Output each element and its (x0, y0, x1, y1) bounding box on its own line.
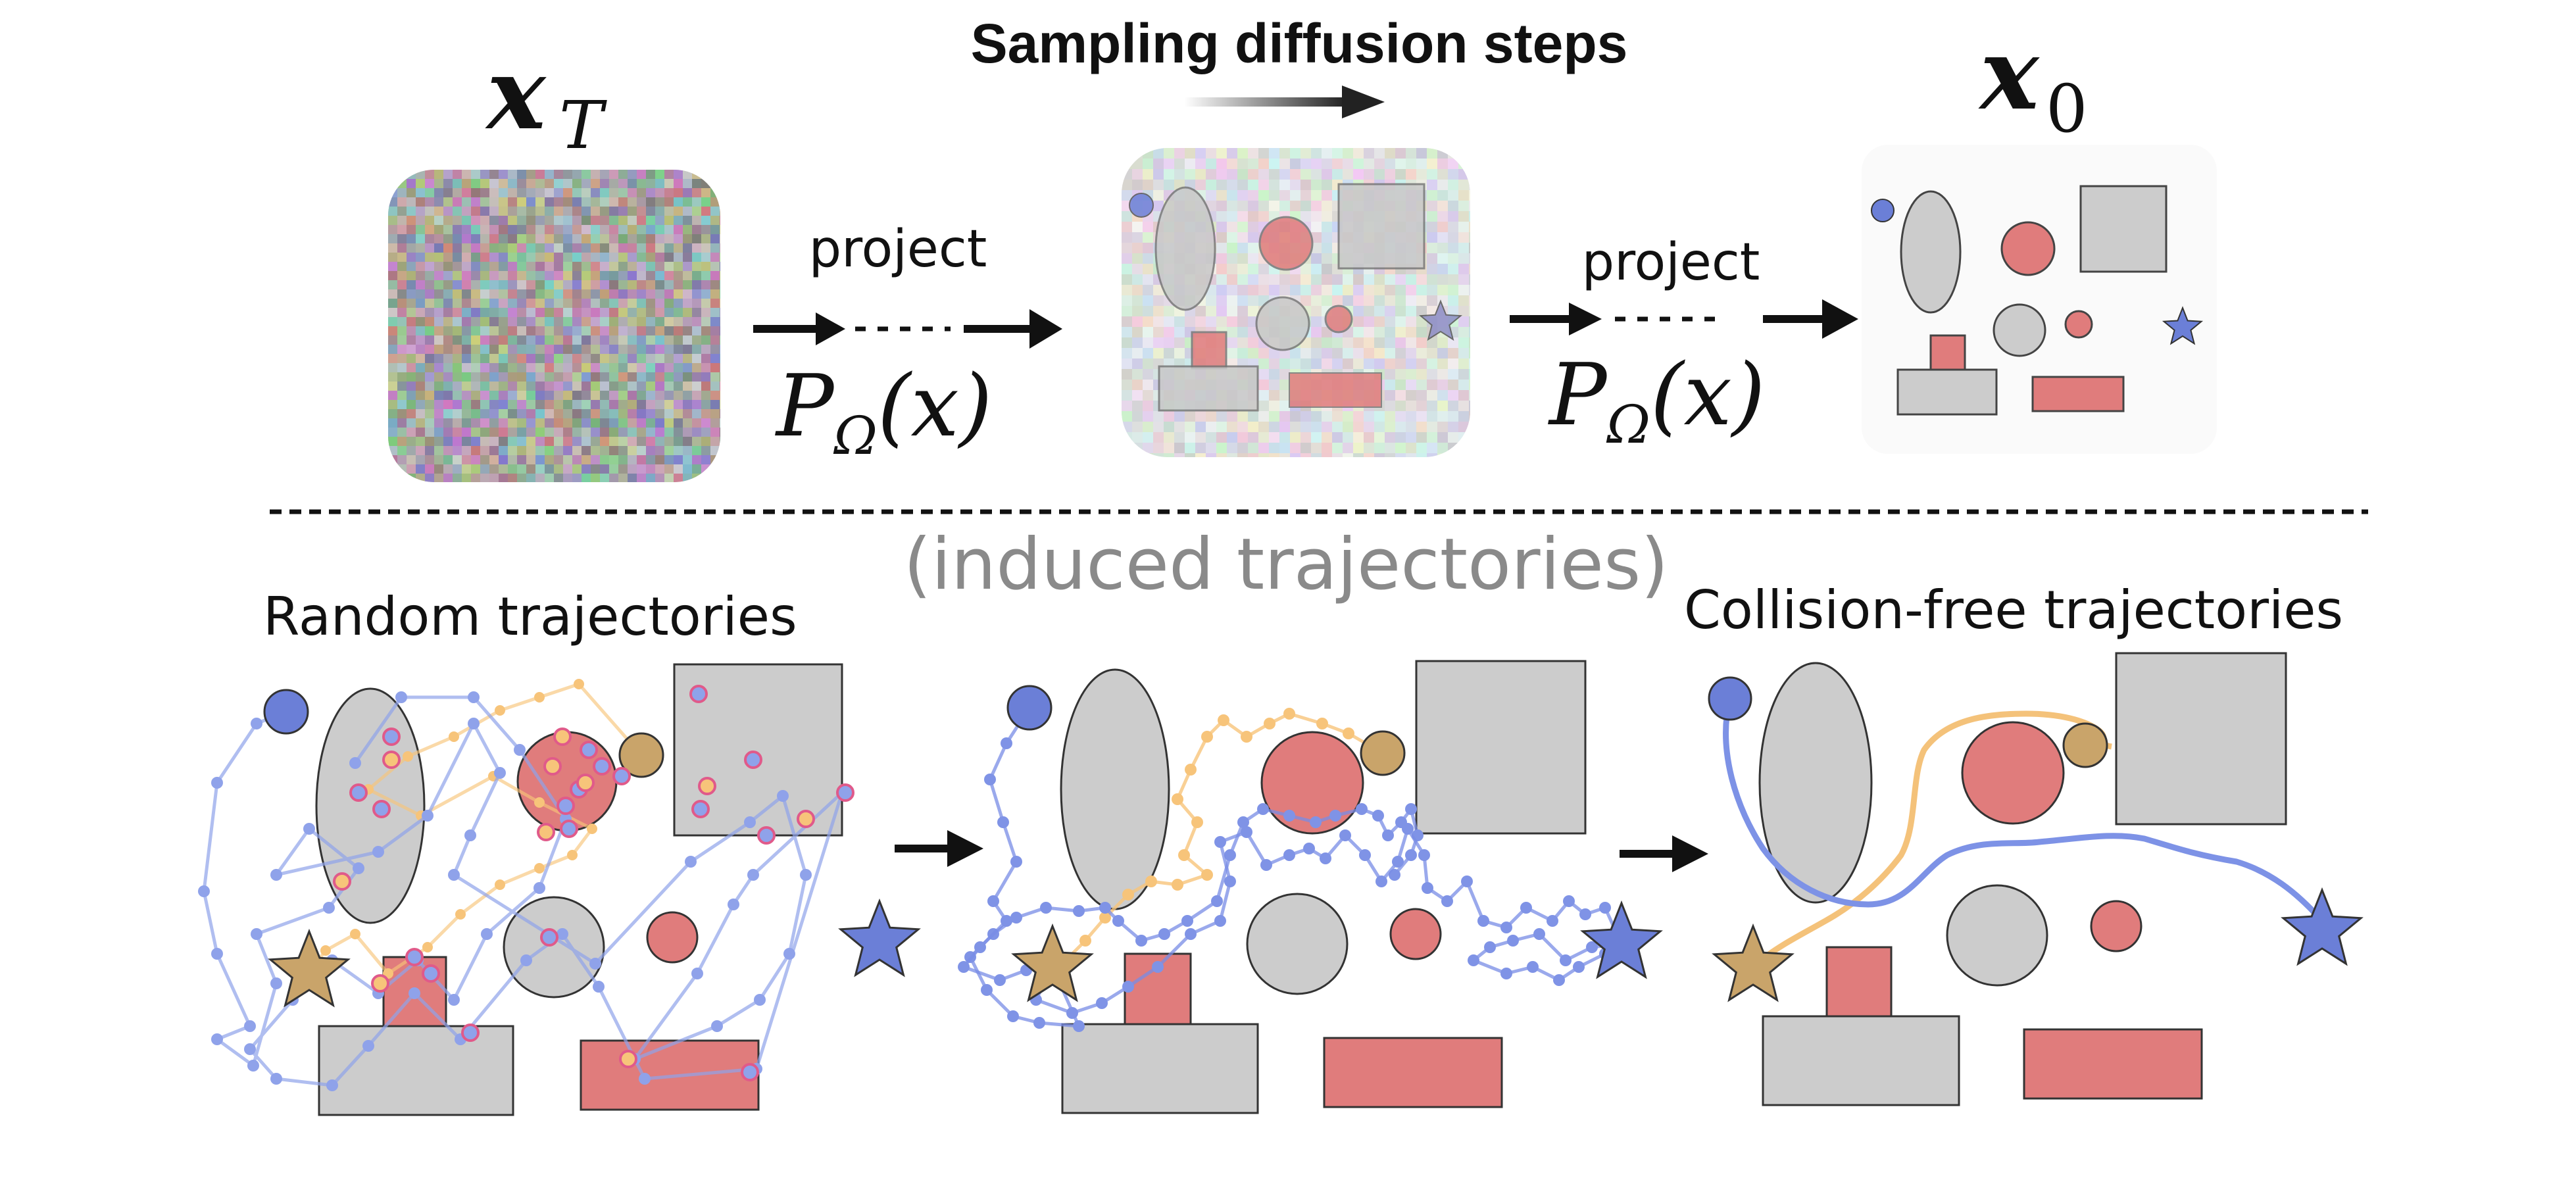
projection-symbol-2: PΩ(x) (1548, 345, 1766, 455)
panel-random (198, 663, 921, 1116)
collision-marker (557, 797, 575, 815)
collision-marker (757, 826, 776, 845)
panel-collision-free (1708, 652, 2364, 1106)
collision-marker (691, 800, 710, 818)
obstacle-circle-small-red (646, 911, 699, 964)
star-icon (1011, 923, 1094, 1002)
collision-marker (741, 1063, 759, 1081)
collision-marker (689, 685, 708, 703)
agent-blue-start (263, 689, 309, 735)
collision-marker (593, 757, 611, 776)
end-state-label: x 0 (1978, 16, 2088, 147)
collision-marker (744, 751, 762, 769)
clean-output (1862, 145, 2217, 454)
noise-image (388, 170, 720, 482)
end-label-x: x (1978, 16, 2040, 132)
collision-marker (698, 777, 716, 795)
obstacle-ellipse (315, 687, 426, 924)
panel-title-random: Random trajectories (263, 586, 797, 647)
diagram-title: Sampling diffusion steps (971, 12, 1628, 74)
star-icon (268, 928, 351, 1008)
star-icon (1580, 900, 1663, 979)
collision-marker (422, 964, 440, 983)
obstacle-block-gray (318, 1025, 514, 1116)
panel-title-collision-free: Collision-free trajectories (1684, 580, 2343, 641)
collision-marker (553, 728, 572, 746)
agent-gold-start (618, 732, 664, 778)
collision-marker (371, 974, 389, 993)
start-label-sub: T (559, 87, 607, 164)
trajectory-blue-smooth (1723, 697, 2325, 923)
collision-marker (612, 767, 631, 785)
collision-marker (349, 783, 368, 802)
collision-marker (372, 800, 391, 818)
collision-marker (619, 1050, 637, 1068)
collision-marker (537, 823, 555, 841)
collision-marker (540, 928, 558, 947)
start-state-label: x T (485, 36, 607, 164)
projection-step-1: project PΩ(x) (753, 220, 1062, 466)
star-icon (1712, 923, 1795, 1002)
collision-marker (461, 1024, 480, 1042)
project-label-2: project (1582, 233, 1760, 292)
projection-step-2: project PΩ(x) (1510, 233, 1858, 455)
collision-marker (560, 820, 578, 838)
intermediate-image (1122, 148, 1470, 457)
collision-marker (576, 774, 595, 792)
collision-marker (405, 948, 424, 966)
collision-marker (580, 741, 598, 759)
star-icon (2281, 887, 2364, 966)
obstacle-circle-gray (503, 896, 605, 999)
collision-marker (543, 757, 562, 776)
collision-marker (797, 810, 815, 828)
collision-marker (836, 783, 855, 802)
panel-intermediate (958, 660, 1663, 1114)
section-caption: (induced trajectories) (904, 524, 1669, 606)
start-label-x: x (485, 36, 547, 152)
collision-marker (333, 872, 351, 891)
collision-marker (382, 728, 401, 746)
project-label-1: project (809, 220, 987, 279)
sampling-arrow-shaft (1184, 97, 1345, 107)
projection-symbol-1: PΩ(x) (775, 356, 993, 466)
star-icon (838, 898, 921, 977)
sampling-arrow-head (1342, 86, 1385, 118)
end-label-sub: 0 (2046, 70, 2088, 147)
collision-marker (382, 751, 401, 769)
